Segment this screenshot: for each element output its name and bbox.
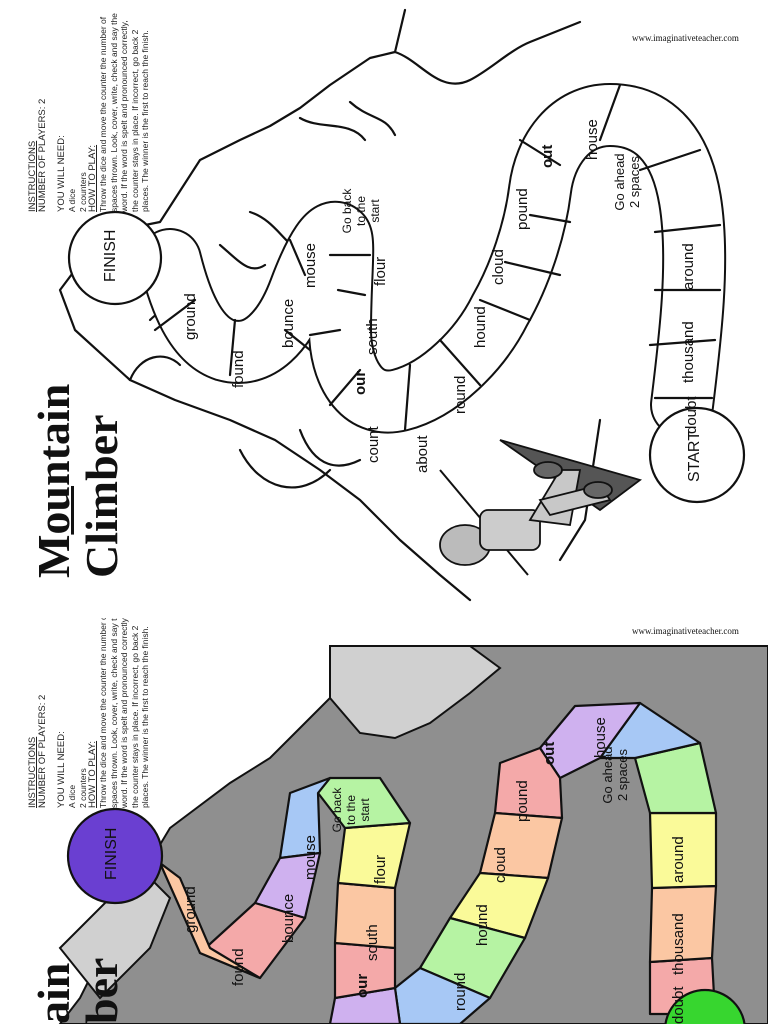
square-word: bounce (280, 298, 297, 348)
page-divider (0, 612, 768, 618)
instructions-block-colored: INSTRUCTIONS NUMBER OF PLAYERS: 2 YOU WI… (27, 618, 151, 808)
you-will-need-heading: YOU WILL NEED: (55, 135, 67, 212)
square-word: bounce (280, 893, 297, 943)
square-word: found (230, 948, 247, 986)
square-word: thousand (670, 913, 687, 975)
square-word: thousand (680, 321, 697, 383)
square-word: out (539, 144, 556, 168)
how-to-play-heading: HOW TO PLAY: (87, 144, 99, 212)
square-word: house (584, 119, 601, 160)
title-line-1: ain (28, 962, 79, 1024)
square-word: flour (372, 256, 389, 286)
website-url-colored: www.imaginativeteacher.com (632, 626, 739, 636)
square-word: count (365, 426, 382, 463)
title-line-1: Mountain (28, 383, 79, 578)
page-title-cropped: ain ber (28, 957, 127, 1024)
square-word: our (352, 370, 369, 395)
square-word: mouse (302, 242, 319, 288)
square-word: cloud (492, 847, 509, 883)
square-word: flour (372, 854, 389, 884)
finish-label: FINISH (102, 229, 119, 282)
square-word: out (541, 741, 558, 765)
title-line-2: ber (76, 957, 127, 1024)
square-word: pound (514, 780, 531, 822)
you-will-need-heading: YOU WILL NEED: (55, 731, 67, 808)
square-word: cloud (490, 249, 507, 285)
square-word: house (592, 717, 609, 758)
title-part: ntain (28, 383, 79, 486)
square-word: mouse (302, 834, 319, 880)
square-word: around (670, 836, 687, 883)
square-word: Go ahead 2 spaces (612, 153, 642, 211)
board-outline: FINISH START doubt thousand around Go ah… (27, 7, 746, 602)
finish-circle (67, 210, 163, 306)
players-line: NUMBER OF PLAYERS: 2 (37, 694, 49, 808)
square-word: round (452, 972, 469, 1011)
board-colored: FINISH doubt thousand around Go ahead 2 … (0, 618, 768, 1024)
square-word: pound (514, 188, 531, 230)
square-word: hound (472, 306, 489, 348)
how-to-play-text: Throw the dice and move the counter the … (98, 618, 151, 808)
square-word: about (414, 435, 431, 473)
square-word: our (354, 973, 371, 998)
square-word: ground (182, 293, 199, 340)
square-word: Go back to the start (330, 787, 372, 833)
square-word: hound (474, 904, 491, 946)
need-item: A dice (67, 784, 78, 808)
page-title: Mountain Climber (28, 383, 127, 578)
how-to-play-text: Throw the dice and move the counter the … (98, 13, 151, 212)
players-line: NUMBER OF PLAYERS: 2 (37, 98, 49, 212)
instructions-block: INSTRUCTIONS NUMBER OF PLAYERS: 2 YOU WI… (27, 7, 151, 212)
how-to-play-heading: HOW TO PLAY: (87, 740, 99, 808)
square-word: south (364, 318, 381, 355)
board-colored-art (58, 645, 768, 1024)
start-label: START (686, 431, 703, 482)
square-word: ground (182, 886, 199, 933)
square-word: south (364, 924, 381, 961)
finish-circle-colored (66, 807, 164, 905)
website-url: www.imaginativeteacher.com (632, 33, 739, 43)
square-word: Go back to the start (340, 188, 382, 234)
need-item: A dice (67, 188, 78, 212)
square-word: around (680, 243, 697, 290)
square-word: doubt (670, 986, 687, 1024)
title-line-2: Climber (76, 414, 127, 578)
title-part-underlined: ou (28, 485, 79, 535)
square-word: doubt (683, 396, 700, 434)
board-outline-art (58, 8, 746, 602)
square-word: found (230, 350, 247, 388)
climber-illustration (439, 439, 642, 576)
start-circle-colored (664, 988, 746, 1024)
square-word: round (452, 375, 469, 414)
start-circle (648, 406, 746, 504)
finish-label-colored: FINISH (103, 827, 120, 880)
title-part: M (28, 534, 79, 578)
